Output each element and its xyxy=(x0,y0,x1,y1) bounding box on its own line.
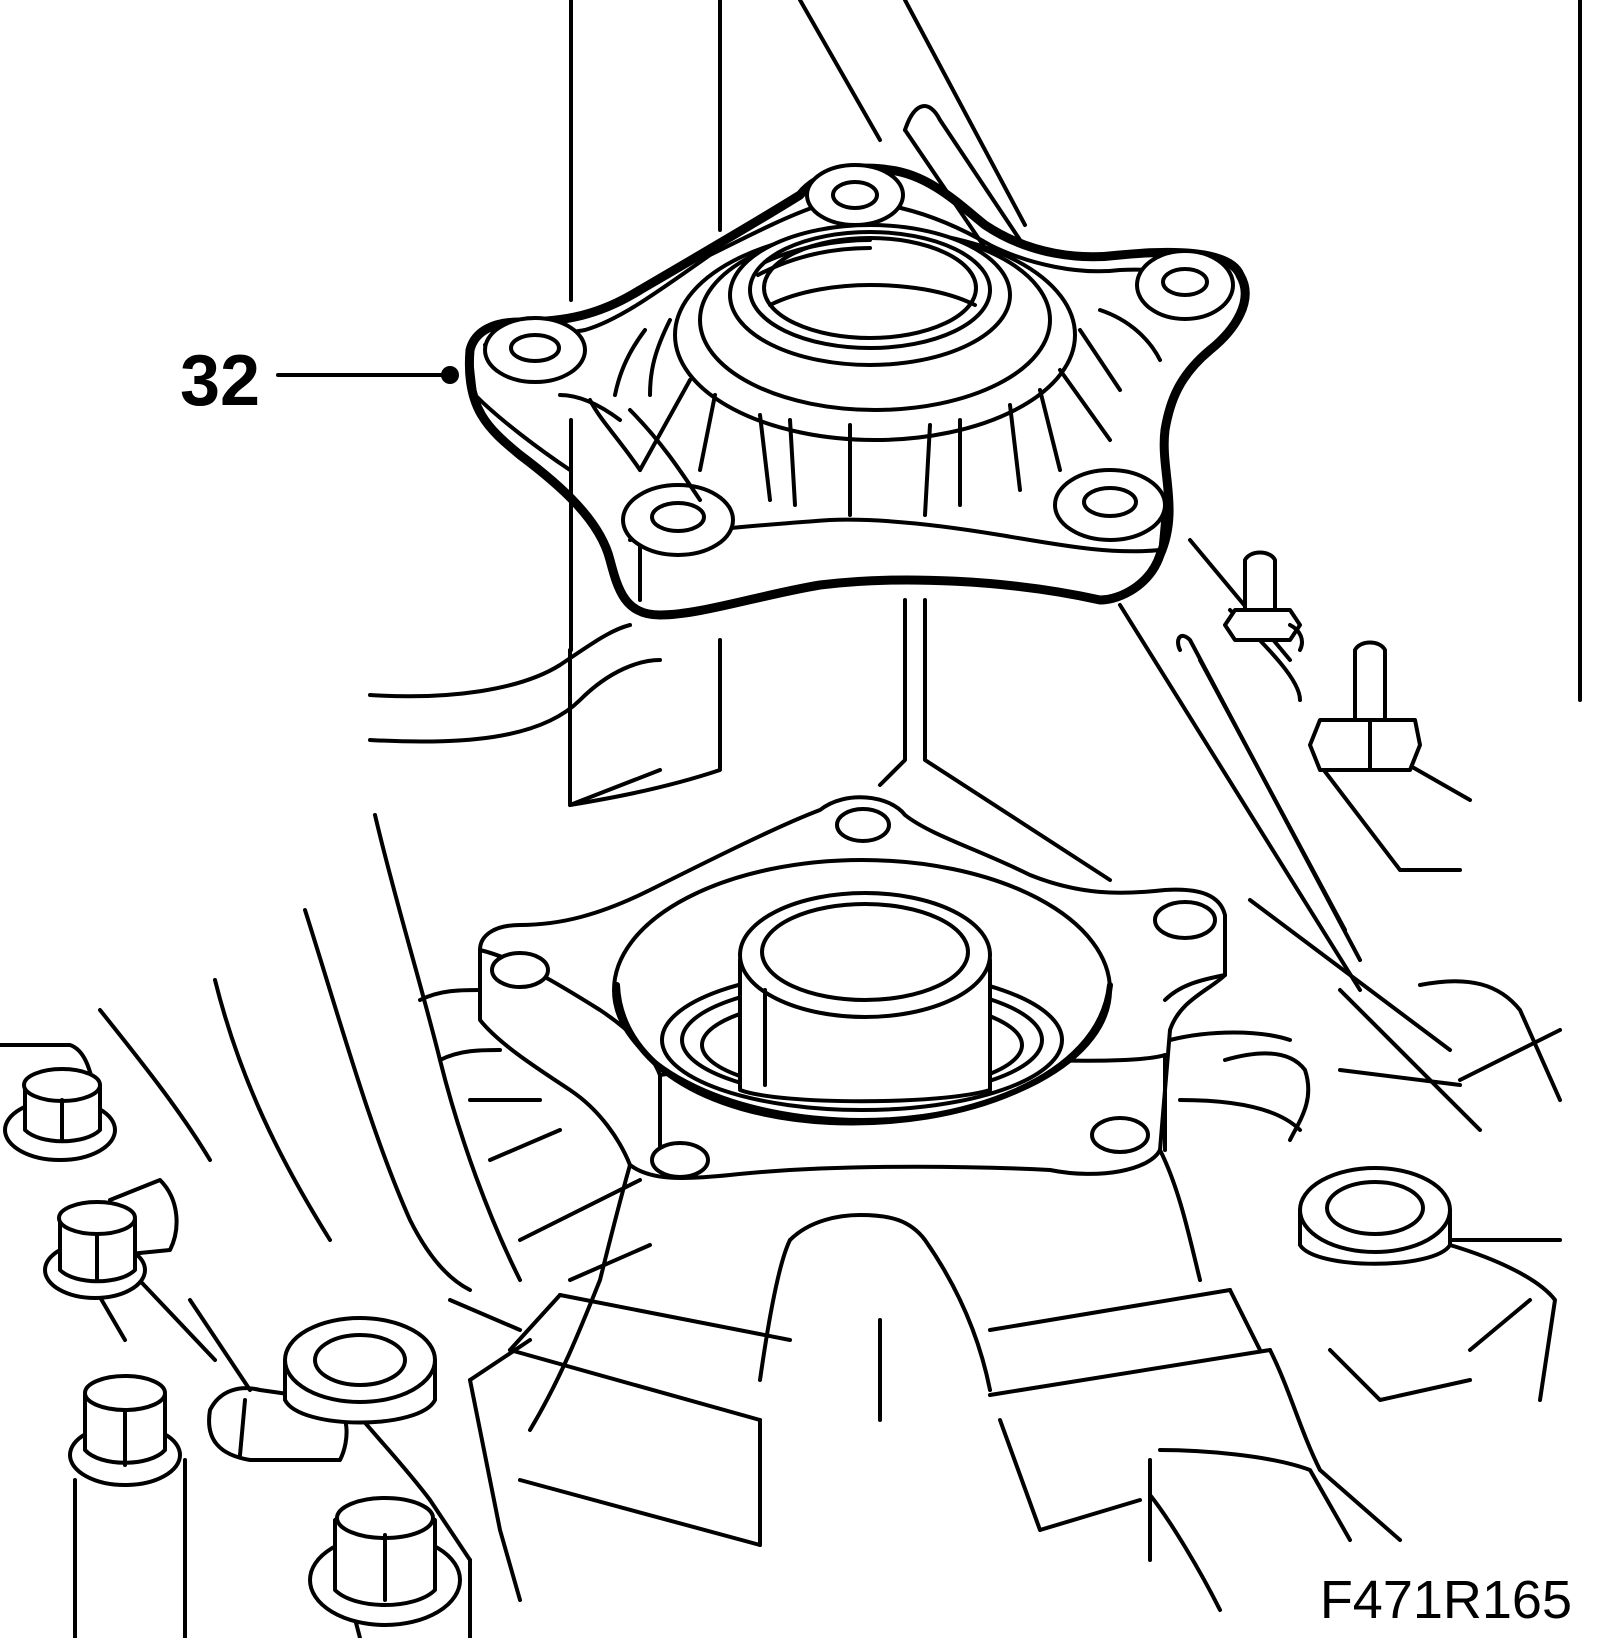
background-frame-lines xyxy=(368,0,1582,1132)
figure-code: F471R165 xyxy=(1320,1570,1572,1630)
hex-nuts xyxy=(3,1067,462,1627)
callout-number: 32 xyxy=(180,341,260,421)
bearing-seat xyxy=(478,795,1227,1180)
bearing-flange xyxy=(464,163,1250,620)
studs xyxy=(1223,550,1422,772)
gearbox-casing xyxy=(0,813,1562,1640)
center-shaft xyxy=(878,598,1112,882)
leader-dot xyxy=(441,366,459,384)
bushings xyxy=(283,1166,1452,1425)
callout-32: 32 xyxy=(180,341,459,421)
